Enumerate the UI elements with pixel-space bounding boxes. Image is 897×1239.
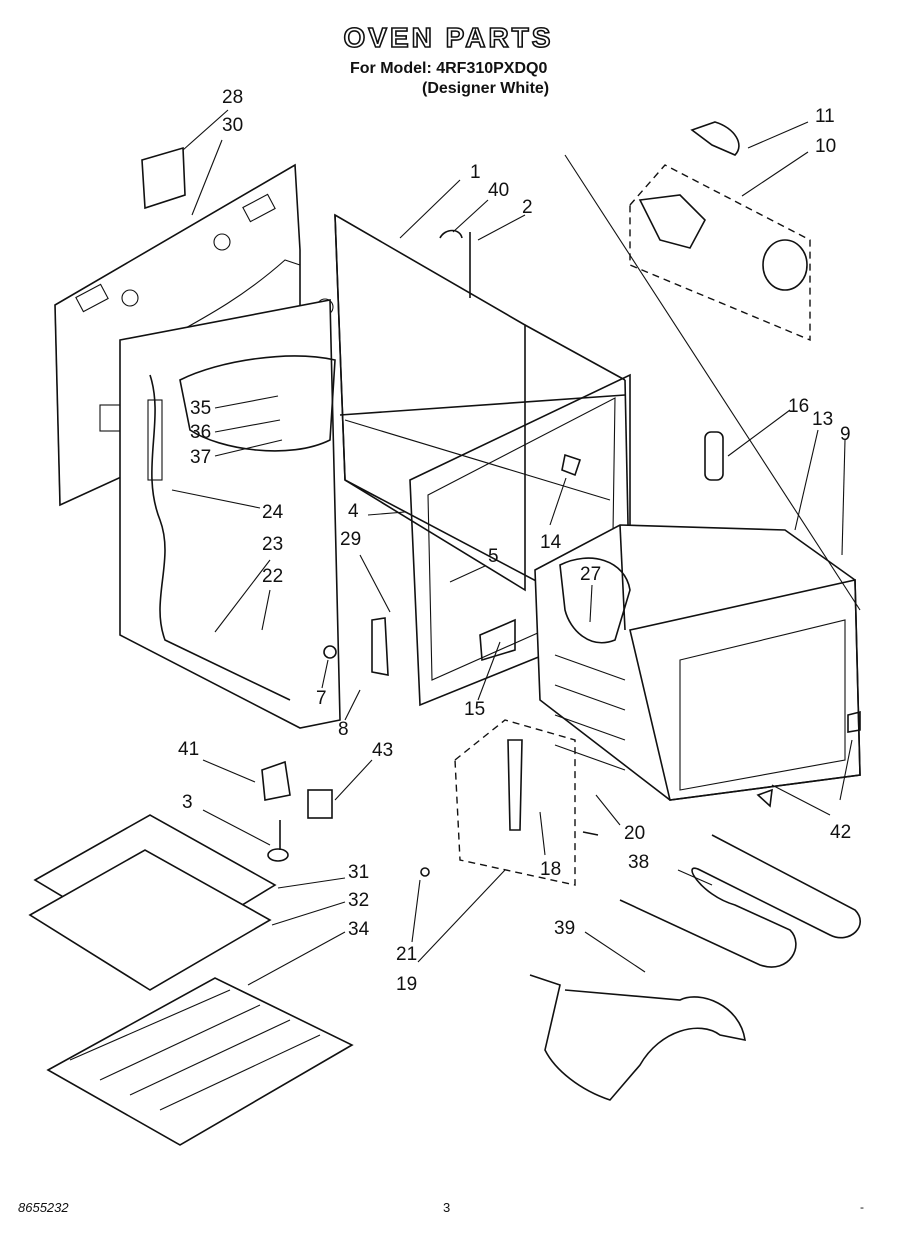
callout-11: 11 xyxy=(815,106,835,127)
page-number: 3 xyxy=(443,1200,451,1215)
callout-13: 13 xyxy=(812,409,833,430)
document-id: 8655232 xyxy=(18,1200,69,1215)
callout-36: 36 xyxy=(190,422,211,443)
callout-9: 9 xyxy=(840,424,851,445)
broil-pan-set xyxy=(28,814,354,1146)
side-wall xyxy=(119,299,341,729)
misc-parts xyxy=(179,229,861,886)
callout-14: 14 xyxy=(540,532,562,553)
oven-cavity xyxy=(534,524,861,801)
callout-2: 2 xyxy=(522,197,533,218)
callout-numbers: 28 30 1 40 2 11 10 16 13 9 35 36 37 24 2… xyxy=(178,87,851,995)
callout-37: 37 xyxy=(190,447,211,468)
corner-mark: - xyxy=(860,1200,864,1214)
callout-39: 39 xyxy=(554,918,575,939)
callout-32: 32 xyxy=(348,890,369,911)
insulation-patch xyxy=(141,146,186,210)
callout-4: 4 xyxy=(348,501,359,522)
callout-38: 38 xyxy=(628,852,649,873)
callout-23: 23 xyxy=(262,534,283,555)
model-line: For Model: 4RF310PXDQ0 xyxy=(350,60,548,77)
callout-leaders xyxy=(171,109,853,986)
callout-34: 34 xyxy=(348,919,370,940)
variant-line: (Designer White) xyxy=(422,80,550,97)
callout-19: 19 xyxy=(396,974,417,995)
callout-22: 22 xyxy=(262,566,283,587)
callout-21: 21 xyxy=(396,944,417,965)
callout-27: 27 xyxy=(580,564,601,585)
callout-41: 41 xyxy=(178,739,199,760)
callout-7: 7 xyxy=(316,688,327,709)
callout-16: 16 xyxy=(788,396,809,417)
callout-40: 40 xyxy=(488,180,509,201)
callout-8: 8 xyxy=(338,719,349,740)
callout-30: 30 xyxy=(222,115,243,136)
callout-20: 20 xyxy=(624,823,645,844)
rack-support xyxy=(704,431,724,481)
heating-elements xyxy=(529,834,861,1101)
callout-5: 5 xyxy=(488,546,499,567)
callout-10: 10 xyxy=(815,136,836,157)
callout-42: 42 xyxy=(830,822,851,843)
callout-28: 28 xyxy=(222,87,243,108)
light-assembly xyxy=(564,121,861,611)
page-title: OVEN PARTS xyxy=(343,21,554,54)
callout-35: 35 xyxy=(190,398,211,419)
callout-31: 31 xyxy=(348,862,369,883)
callout-18: 18 xyxy=(540,859,561,880)
callout-24: 24 xyxy=(262,502,284,523)
callout-43: 43 xyxy=(372,740,393,761)
callout-1: 1 xyxy=(470,162,481,183)
callout-3: 3 xyxy=(182,792,193,813)
callout-29: 29 xyxy=(340,529,361,550)
callout-15: 15 xyxy=(464,699,485,720)
